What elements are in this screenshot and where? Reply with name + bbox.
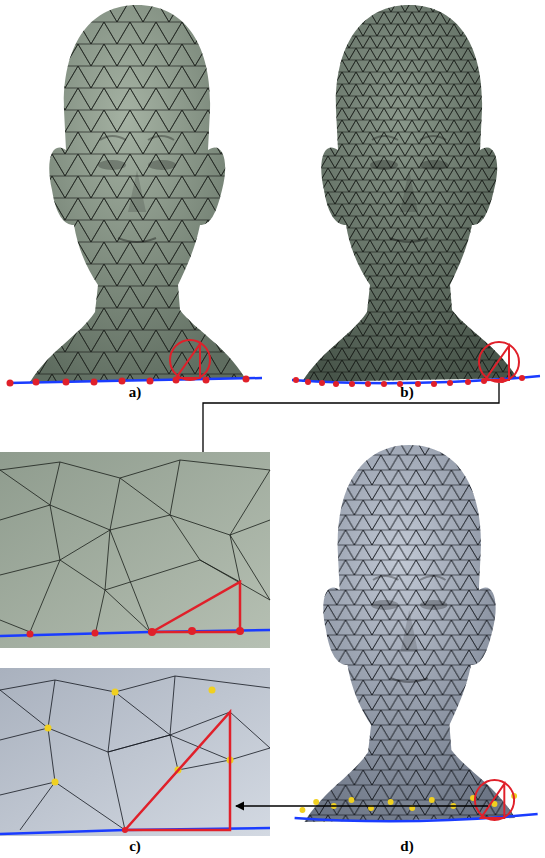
panel-label: b) (400, 384, 413, 401)
panel-label: d) (400, 838, 413, 855)
head-coarse (0, 0, 270, 387)
panel-label: c) (129, 838, 141, 855)
panel-label: a) (129, 384, 142, 401)
zoom-coarse (0, 452, 270, 648)
head-fine (272, 0, 542, 387)
zoom-refined (0, 668, 270, 836)
head-adapted (275, 440, 540, 825)
